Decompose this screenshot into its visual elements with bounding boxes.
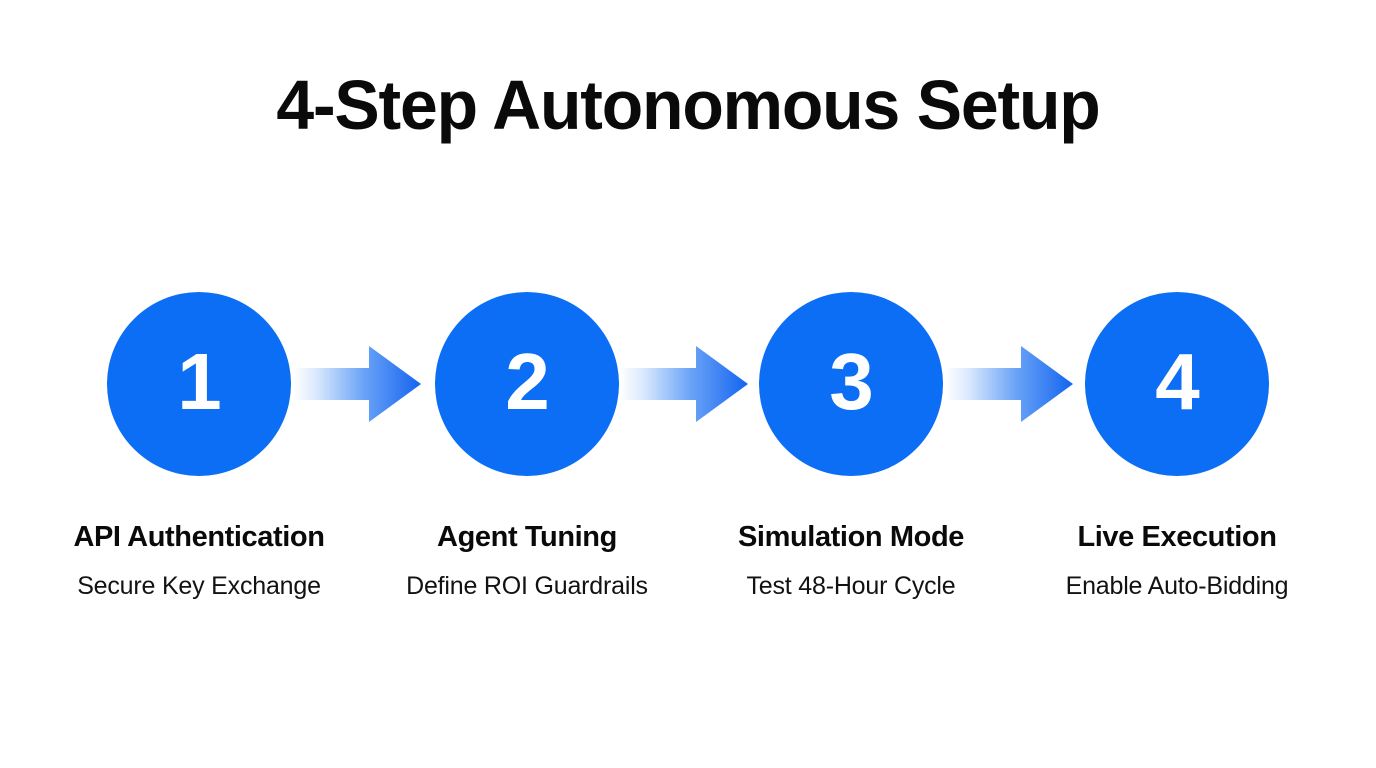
step-label-1: API Authentication <box>73 521 325 553</box>
step-node-2[interactable]: 2 <box>435 292 619 476</box>
arrow-step2-to-step3 <box>620 340 748 428</box>
step-label-2: Agent Tuning <box>437 521 617 553</box>
step-node-4[interactable]: 4 <box>1085 292 1269 476</box>
step-number-4: 4 <box>1155 337 1199 426</box>
step-circle-1[interactable]: 1 <box>107 292 291 476</box>
arrow-step1-to-step2 <box>293 340 421 428</box>
step-circle-4[interactable]: 4 <box>1085 292 1269 476</box>
arrow-step3-to-step4 <box>945 340 1073 428</box>
step-sublabel-3: Test 48-Hour Cycle <box>746 571 956 600</box>
step-sublabel-4: Enable Auto-Bidding <box>1065 571 1289 600</box>
step-sublabel-1: Secure Key Exchange <box>77 571 321 600</box>
step-node-1[interactable]: 1 <box>107 292 291 476</box>
step-captions: API Authentication Secure Key Exchange A… <box>0 520 1376 640</box>
step-number-3: 3 <box>829 337 873 426</box>
step-caption-2: Agent Tuning Define ROI Guardrails <box>367 520 687 601</box>
step-label-3: Simulation Mode <box>737 521 964 553</box>
page-title: 4-Step Autonomous Setup <box>276 66 1100 144</box>
step-circle-2[interactable]: 2 <box>435 292 619 476</box>
step-sublabel-2: Define ROI Guardrails <box>406 571 648 600</box>
step-label-4: Live Execution <box>1077 521 1277 553</box>
step-caption-1: API Authentication Secure Key Exchange <box>39 520 359 601</box>
step-caption-3: Simulation Mode Test 48-Hour Cycle <box>691 520 1011 601</box>
step-flow: 1 2 <box>0 292 1376 476</box>
step-circle-3[interactable]: 3 <box>759 292 943 476</box>
step-number-1: 1 <box>177 337 221 426</box>
step-caption-4: Live Execution Enable Auto-Bidding <box>1017 520 1337 601</box>
step-node-3[interactable]: 3 <box>759 292 943 476</box>
step-number-2: 2 <box>505 337 549 426</box>
